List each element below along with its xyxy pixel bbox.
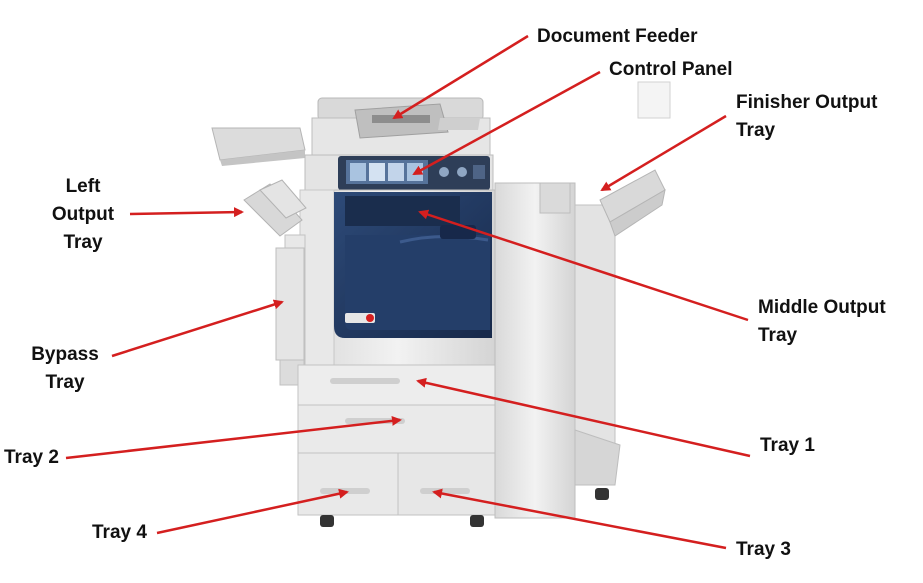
- arrow-finisher-output-tray: [600, 114, 727, 192]
- finisher-output-tray-device: [599, 169, 666, 237]
- label-left-output-tray: Left Output Tray: [51, 176, 115, 253]
- arrow-tray-1: [416, 377, 751, 458]
- label-bypass-tray: Bypass Tray: [31, 344, 99, 393]
- arrow-document-feeder: [392, 34, 529, 120]
- arrow-tray-4: [156, 488, 349, 535]
- front-door: [334, 192, 492, 338]
- arrow-left-output-tray: [129, 207, 244, 218]
- label-control-panel: Control Panel: [609, 59, 733, 80]
- arrow-middle-output-tray: [418, 209, 749, 322]
- label-tray-4: Tray 4: [92, 522, 147, 543]
- left-panel-strip: [299, 189, 335, 366]
- arrow-bypass-tray: [111, 299, 284, 358]
- casters: [320, 488, 609, 527]
- arrow-tray-3: [432, 488, 727, 550]
- paper-trays: [297, 364, 496, 516]
- copier-machine: [211, 81, 671, 527]
- label-tray-2: Tray 2: [4, 447, 59, 468]
- arrow-tray-2: [65, 415, 402, 460]
- label-tray-1: Tray 1: [760, 435, 815, 456]
- printer-logo-icon: [345, 313, 375, 323]
- arrow-control-panel: [412, 70, 601, 176]
- label-tray-3: Tray 3: [736, 539, 791, 560]
- bypass-tray-device: [275, 247, 305, 386]
- finisher-unit: [494, 182, 621, 519]
- label-document-feeder: Document Feeder: [537, 26, 698, 47]
- callout-arrows: [65, 34, 751, 550]
- left-top-tray: [211, 127, 306, 166]
- finisher-top-cover: [637, 81, 671, 119]
- label-finisher-output-tray: Finisher Output Tray: [736, 92, 878, 141]
- label-middle-output-tray: Middle Output Tray: [758, 297, 886, 346]
- document-feeder: [311, 97, 491, 159]
